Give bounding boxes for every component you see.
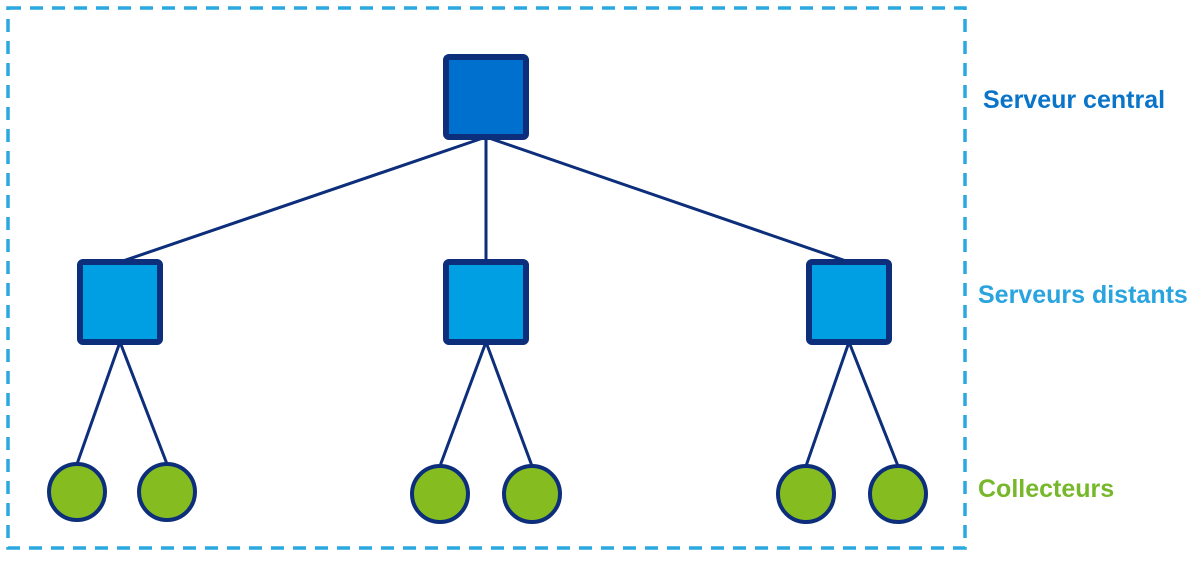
- label-collecteurs: Collecteurs: [978, 475, 1115, 503]
- collector-node: [137, 462, 197, 522]
- edge-central-distant: [485, 135, 850, 264]
- edge-distant-collector: [75, 341, 122, 465]
- edge-distant-collector: [847, 341, 900, 467]
- edge-distant-collector: [804, 341, 851, 467]
- distant-server-node: [806, 259, 892, 345]
- collector-node: [868, 464, 928, 524]
- edge-distant-collector: [484, 341, 534, 467]
- edge-distant-collector: [438, 341, 488, 467]
- distant-server-node: [77, 259, 163, 345]
- collector-node: [47, 462, 107, 522]
- distant-server-node: [443, 259, 529, 345]
- collector-node: [502, 464, 562, 524]
- collector-node: [410, 464, 470, 524]
- edge-central-distant: [119, 135, 487, 264]
- central-server-node: [443, 54, 529, 140]
- label-serveur-central: Serveur central: [983, 86, 1166, 114]
- edge-distant-collector: [118, 341, 169, 465]
- label-serveurs-distants: Serveurs distants: [978, 281, 1188, 309]
- collector-node: [776, 464, 836, 524]
